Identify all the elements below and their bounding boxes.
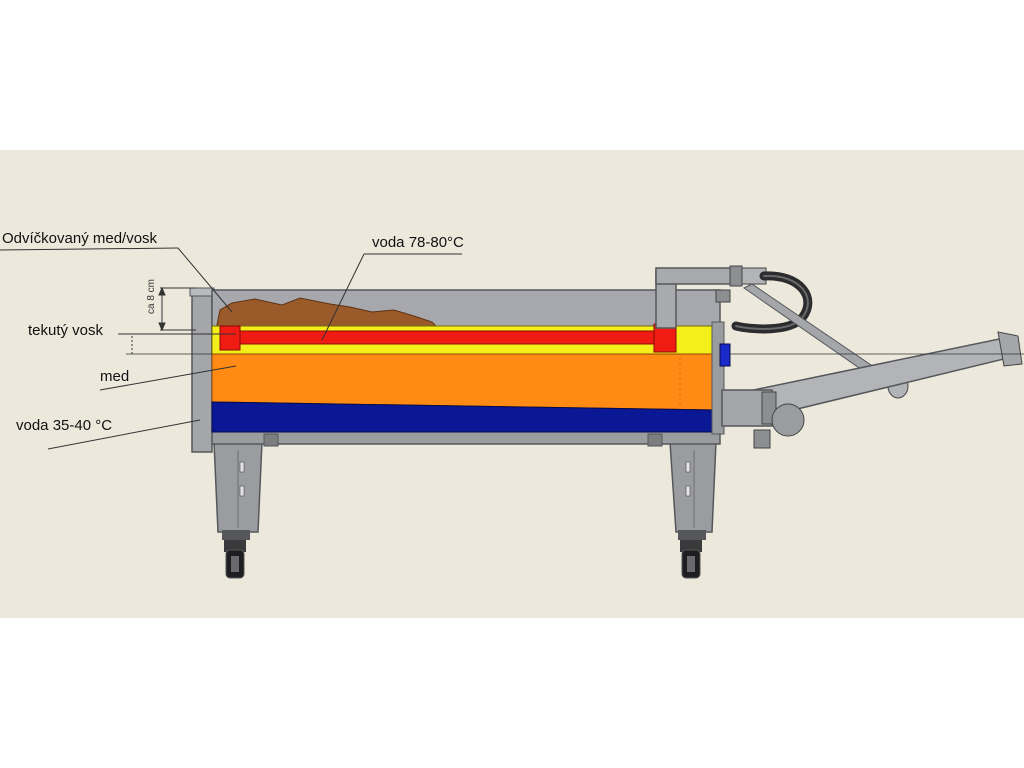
label-liquid-wax: tekutý vosk bbox=[28, 322, 104, 339]
dimension-label: ca 8 cm bbox=[146, 279, 157, 314]
label-hot-water: voda 78-80°C bbox=[372, 234, 464, 251]
label-warm-water: voda 35-40 °C bbox=[16, 417, 113, 434]
blue-valve bbox=[719, 343, 731, 367]
dimension-marker bbox=[126, 286, 212, 355]
decapped-wax-layer bbox=[215, 297, 442, 331]
right-leg bbox=[669, 441, 717, 540]
honey-layer bbox=[211, 353, 717, 411]
label-honey: med bbox=[100, 368, 130, 385]
label-decapped-honey-wax: Odvíčkovaný med/vosk bbox=[2, 230, 158, 247]
hot-water-pipe bbox=[221, 330, 677, 345]
left-leg bbox=[213, 441, 263, 540]
inlet-pipe bbox=[655, 265, 767, 329]
outlet-spout bbox=[721, 331, 1023, 449]
left-wheel bbox=[224, 540, 246, 579]
leader-lines bbox=[0, 247, 1024, 450]
right-wheel bbox=[680, 540, 702, 579]
